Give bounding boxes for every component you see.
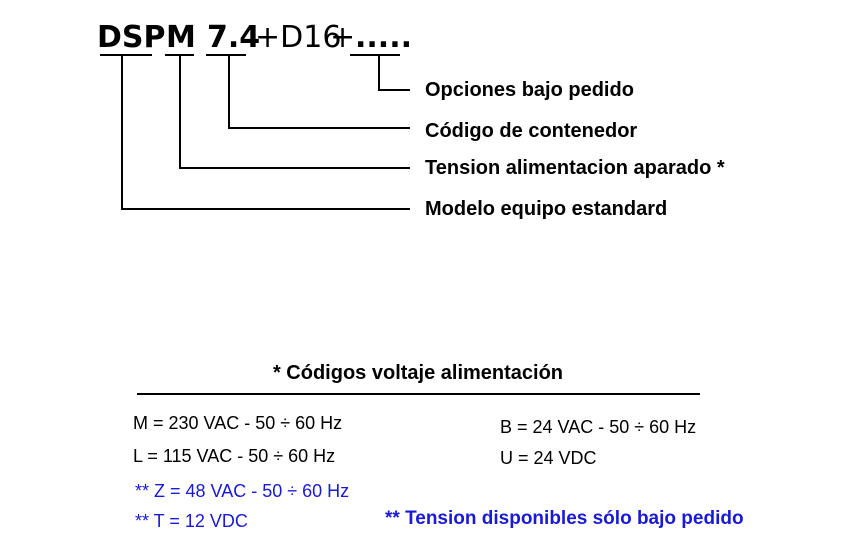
table-divider [137, 393, 700, 395]
voltage-code-u: U = 24 VDC [500, 448, 597, 468]
voltage-code-b: B = 24 VAC - 50 ÷ 60 Hz [500, 417, 697, 437]
leader-voltage [179, 55, 410, 169]
on-request-note: ** Tension disponibles sólo bajo pedido [385, 508, 744, 529]
voltage-code-z: ** Z = 48 VAC - 50 ÷ 60 Hz [135, 481, 350, 501]
leader-options [378, 55, 410, 91]
voltage-table-title: * Códigos voltaje alimentación [272, 362, 564, 384]
code-part-plus: + [330, 20, 356, 55]
voltage-code-l: L = 115 VAC - 50 ÷ 60 Hz [133, 446, 336, 466]
leader-container [228, 55, 410, 129]
callout-options: Opciones bajo pedido [425, 79, 634, 101]
code-part-dots: ..... [355, 20, 412, 55]
code-part-dsp: DSP [97, 20, 166, 55]
voltage-code-m: M = 230 VAC - 50 ÷ 60 Hz [133, 413, 343, 433]
callout-voltage: Tension alimentacion aparado * [425, 157, 725, 179]
callout-model: Modelo equipo estandard [425, 198, 668, 220]
leader-model [121, 55, 410, 210]
code-part-d16: +D16 [255, 20, 342, 55]
code-part-74: 7.4 [207, 20, 261, 55]
code-part-m: M [166, 20, 196, 55]
voltage-code-t: ** T = 12 VDC [135, 511, 248, 531]
callout-container: Código de contenedor [425, 120, 638, 142]
